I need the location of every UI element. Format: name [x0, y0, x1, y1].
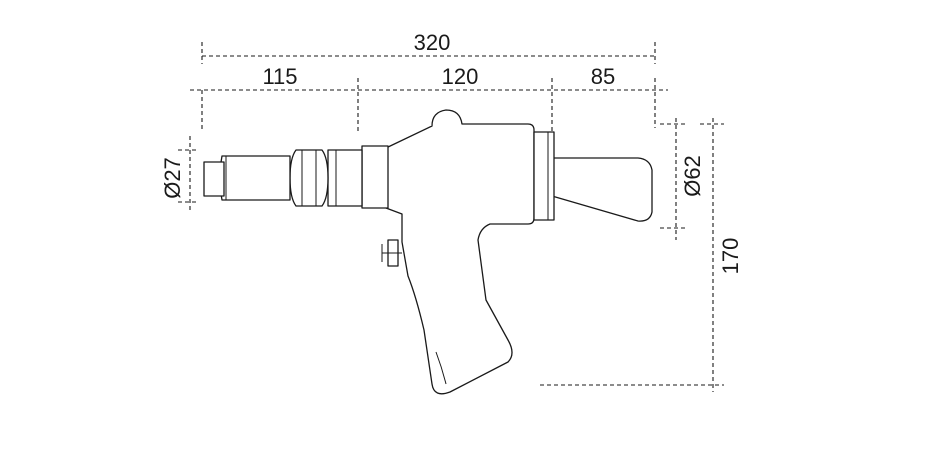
dim-body-length: 120: [442, 64, 479, 89]
rear-handle: [551, 157, 653, 222]
dim-nose-diameter: Ø27: [160, 157, 185, 199]
dim-nose-length: 115: [262, 64, 297, 89]
rear-collar: [533, 131, 555, 221]
dim-total-height: 170: [718, 238, 743, 275]
riveting-tool-outline: [203, 109, 653, 395]
dimension-lines: [178, 42, 724, 392]
grip-edge: [435, 351, 447, 385]
knurled-ring: [289, 149, 329, 207]
dim-overall-length: 320: [414, 30, 451, 55]
main-housing: [385, 109, 535, 395]
nose-barrel: [219, 155, 291, 201]
nose-sleeve: [327, 149, 363, 207]
front-collar: [361, 145, 389, 209]
dim-rear-length: 85: [591, 64, 615, 89]
nose-tip: [203, 161, 225, 197]
dim-rear-diameter: Ø62: [680, 155, 705, 197]
